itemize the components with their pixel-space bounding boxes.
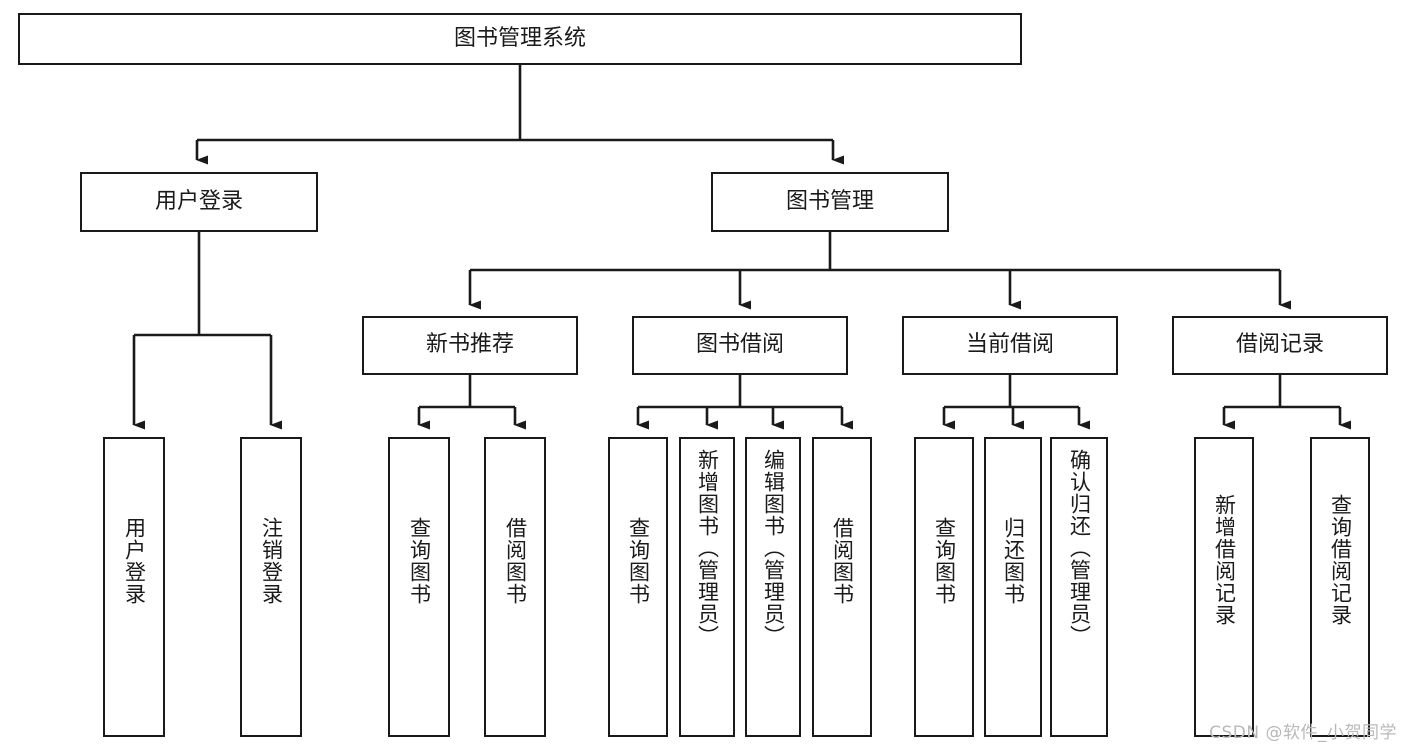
leaf-borrow-borrow-label: 借阅图书 <box>830 517 855 605</box>
node-borrow-record[interactable]: 借阅记录 <box>1172 316 1388 375</box>
leaf-borrow-query-label: 查询图书 <box>626 517 651 605</box>
leaf-current-query[interactable]: 查询图书 <box>914 437 974 737</box>
leaf-user-login-label: 用户登录 <box>122 517 147 605</box>
leaf-user-login[interactable]: 用户登录 <box>103 437 165 737</box>
leaf-newbook-borrow-label: 借阅图书 <box>503 517 528 605</box>
node-book-borrow-label: 图书借阅 <box>695 332 784 358</box>
node-book-borrow[interactable]: 图书借阅 <box>632 316 848 375</box>
node-borrow-record-label: 借阅记录 <box>1235 332 1324 358</box>
node-current-borrow[interactable]: 当前借阅 <box>902 316 1118 375</box>
leaf-current-confirm-label: 确认归还（管理员） <box>1067 449 1092 647</box>
leaf-current-return-label: 归还图书 <box>1001 517 1026 605</box>
node-root-label: 图书管理系统 <box>453 25 586 51</box>
watermark: CSDN @软件_小贺同学 <box>1209 723 1397 743</box>
leaf-newbook-query[interactable]: 查询图书 <box>388 437 450 737</box>
leaf-borrow-edit-label: 编辑图书（管理员） <box>761 449 786 647</box>
leaf-newbook-borrow[interactable]: 借阅图书 <box>484 437 546 737</box>
leaf-current-query-label: 查询图书 <box>932 517 957 605</box>
leaf-borrow-add[interactable]: 新增图书（管理员） <box>679 437 735 737</box>
node-book-manage-label: 图书管理 <box>785 188 874 214</box>
leaf-current-confirm[interactable]: 确认归还（管理员） <box>1050 437 1108 737</box>
leaf-record-query[interactable]: 查询借阅记录 <box>1310 437 1370 737</box>
leaf-borrow-edit[interactable]: 编辑图书（管理员） <box>745 437 801 737</box>
leaf-newbook-query-label: 查询图书 <box>407 517 432 605</box>
leaf-user-logout-label: 注销登录 <box>259 517 284 605</box>
leaf-borrow-borrow[interactable]: 借阅图书 <box>812 437 872 737</box>
leaf-record-add[interactable]: 新增借阅记录 <box>1194 437 1254 737</box>
node-new-book-recommend[interactable]: 新书推荐 <box>362 316 578 375</box>
node-new-book-recommend-label: 新书推荐 <box>425 332 514 358</box>
node-book-manage[interactable]: 图书管理 <box>711 172 949 232</box>
node-user-login-label: 用户登录 <box>154 188 243 214</box>
node-current-borrow-label: 当前借阅 <box>965 332 1054 358</box>
node-user-login[interactable]: 用户登录 <box>80 172 318 232</box>
leaf-borrow-query[interactable]: 查询图书 <box>608 437 668 737</box>
leaf-record-add-label: 新增借阅记录 <box>1212 494 1237 626</box>
leaf-borrow-add-label: 新增图书（管理员） <box>695 449 720 647</box>
leaf-user-logout[interactable]: 注销登录 <box>240 437 302 737</box>
leaf-record-query-label: 查询借阅记录 <box>1328 494 1353 626</box>
node-root[interactable]: 图书管理系统 <box>18 13 1022 65</box>
leaf-current-return[interactable]: 归还图书 <box>984 437 1042 737</box>
